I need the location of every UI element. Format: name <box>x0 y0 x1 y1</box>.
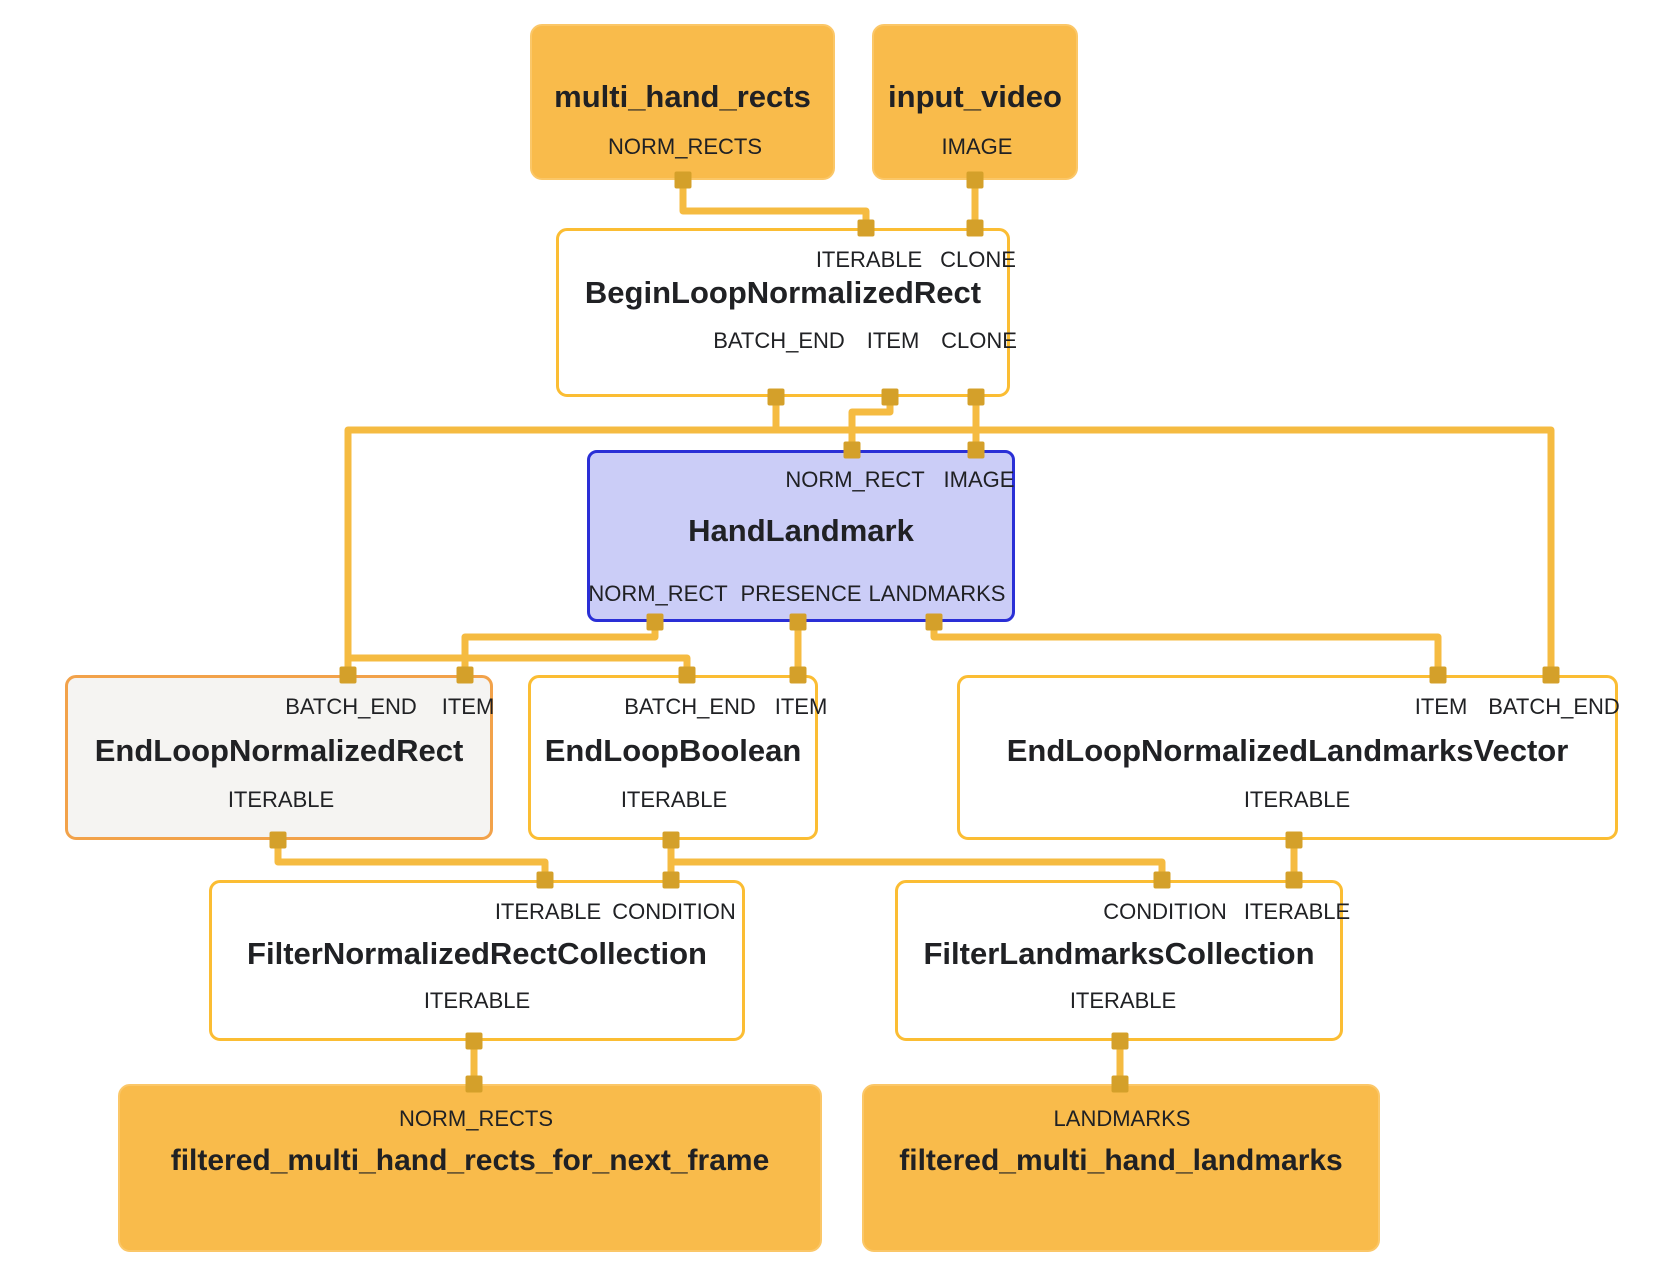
node-EndLoopNormalizedRect[interactable]: EndLoopNormalizedRect BATCH_END ITEM ITERAB… <box>65 675 495 840</box>
port-label-image: IMAGE <box>941 134 1013 159</box>
port-label-batch_end: BATCH_END <box>1488 694 1620 719</box>
port-label-norm_rect: NORM_RECT <box>785 467 925 492</box>
node-filtered_multi_hand_rects_for_next_frame[interactable]: filtered_multi_hand_rects_for_next_frame… <box>118 1084 822 1252</box>
node-title: filtered_multi_hand_rects_for_next_frame <box>170 1144 770 1178</box>
port-label-iterable: ITERABLE <box>620 787 728 812</box>
port-label-item: ITEM <box>866 328 920 353</box>
node-title: multi_hand_rects <box>554 79 811 115</box>
port-label-clone: CLONE <box>940 247 1016 272</box>
port-label-landmarks: LANDMARKS <box>1053 1106 1191 1131</box>
node-title: FilterLandmarksCollection <box>923 936 1315 972</box>
node-FilterLandmarksCollection[interactable]: FilterLandmarksCollection CONDITION ITERAB… <box>895 880 1350 1041</box>
port-label-item: ITEM <box>774 694 828 719</box>
node-title: EndLoopBoolean <box>544 733 802 769</box>
port-label-condition: CONDITION <box>612 899 736 924</box>
node-title: EndLoopNormalizedRect <box>94 733 464 769</box>
node-EndLoopBoolean[interactable]: EndLoopBoolean BATCH_END ITEM ITERABLE <box>528 675 827 840</box>
port-label-clone: CLONE <box>941 328 1017 353</box>
port-label-norm_rect: NORM_RECT <box>588 581 728 606</box>
node-title: filtered_multi_hand_landmarks <box>899 1144 1343 1178</box>
node-title: FilterNormalizedRectCollection <box>247 936 707 972</box>
port-label-batch_end: BATCH_END <box>713 328 845 353</box>
node-title: EndLoopNormalizedLandmarksVector <box>1006 733 1569 769</box>
edge-batch_end-bus <box>344 426 1555 675</box>
node-EndLoopNormalizedLandmarksVector[interactable]: EndLoopNormalizedLandmarksVector ITEM BATC… <box>957 675 1620 840</box>
port-label-iterable: ITERABLE <box>423 988 531 1013</box>
port-label-iterable: ITERABLE <box>227 787 335 812</box>
port-label-iterable: ITERABLE <box>1069 988 1177 1013</box>
port-label-image: IMAGE <box>943 467 1015 492</box>
port-label-batch_end: BATCH_END <box>624 694 756 719</box>
port-label-norm_rects: NORM_RECTS <box>398 1106 554 1131</box>
port-label-iterable: ITERABLE <box>494 899 602 924</box>
port-label-norm_rects: NORM_RECTS <box>607 134 763 159</box>
port-label-iterable: ITERABLE <box>1243 787 1351 812</box>
node-title: input_video <box>888 79 1062 115</box>
port-label-item: ITEM <box>441 694 495 719</box>
port-label-condition: CONDITION <box>1103 899 1227 924</box>
port-label-landmarks: LANDMARKS <box>868 581 1006 606</box>
port-label-batch_end: BATCH_END <box>285 694 417 719</box>
port-label-iterable: ITERABLE <box>815 247 923 272</box>
node-title: HandLandmark <box>688 513 914 549</box>
edge-endlooprect-iterable-to-filterrect-iterable <box>274 840 549 880</box>
node-title: BeginLoopNormalizedRect <box>584 274 982 310</box>
port-label-presence: PRESENCE <box>740 581 862 606</box>
port-label-iterable: ITERABLE <box>1243 899 1351 924</box>
port-label-item: ITEM <box>1414 694 1468 719</box>
node-filtered_multi_hand_landmarks[interactable]: filtered_multi_hand_landmarks LANDMARKS <box>862 1084 1380 1252</box>
